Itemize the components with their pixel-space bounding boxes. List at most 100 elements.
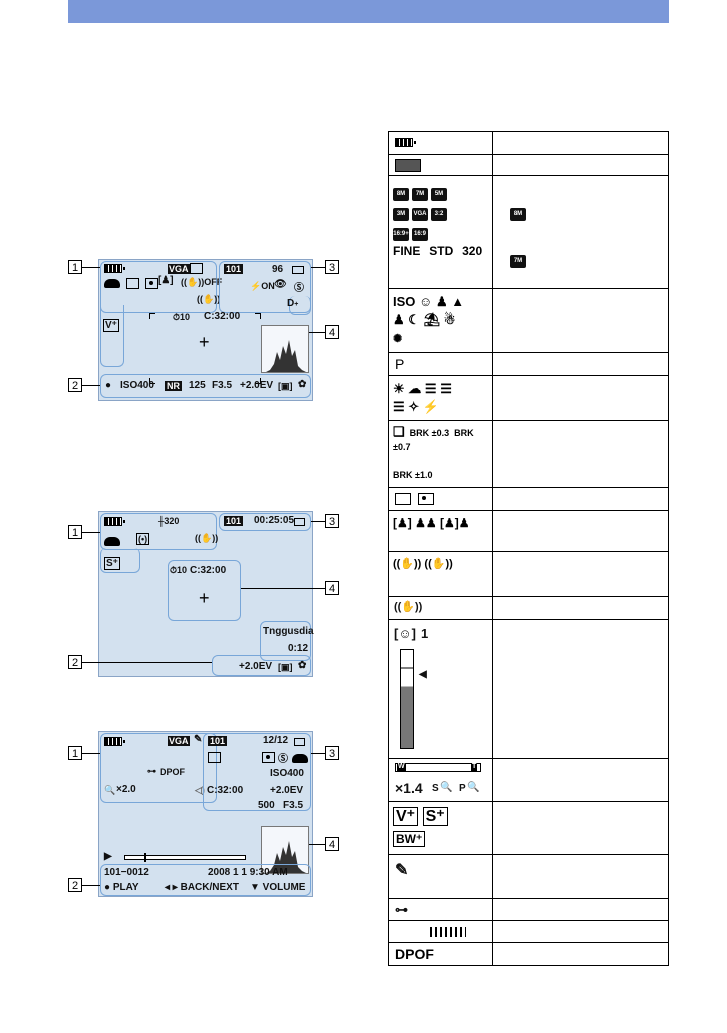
legend-dpof-desc (492, 942, 669, 966)
legend-face-desc (492, 510, 669, 552)
smart-zoom-icon: 🔍 (440, 782, 453, 793)
movie-std-icon: STD (429, 244, 454, 258)
bw-icon: BW⁺ (393, 831, 426, 847)
movie-leader-2 (82, 662, 212, 663)
legend-row-battery (388, 131, 669, 155)
stabilizer-on-icon: ((✋)) (393, 558, 422, 570)
movie-card-icon (294, 518, 305, 526)
play-panel-1 (100, 733, 217, 803)
play-callout-3: 3 (325, 746, 339, 760)
paint-icon: ✎ (395, 862, 409, 879)
record-panel-2 (100, 374, 311, 398)
face-child-icon: ♟♟ (415, 516, 437, 530)
movie-metering-bottom-icon: [▣] (278, 662, 293, 672)
smile-sensitivity-gauge (400, 649, 414, 749)
play-file-number: 101−0012 (104, 867, 149, 878)
play-triangle-icon: ▶ (104, 851, 112, 862)
legend-stabilizer-icons: ((✋)) ((✋)) (389, 552, 492, 575)
legend-smile-desc (492, 619, 669, 759)
legend-drive-icons: ❏ BRK ±0.3 BRK ±0.7 BRK ±1.0 (389, 421, 492, 486)
legend-size-8m-icon: 8M (510, 208, 526, 221)
flash-icon: ⚡ON (250, 281, 275, 291)
movie-metering-icon: (•) (136, 533, 150, 545)
play-volume: ▼ VOLUME (250, 882, 306, 893)
play-progress-marker (144, 853, 146, 862)
play-aperture: F3.5 (283, 800, 304, 811)
play-cloudy-icon (292, 754, 308, 763)
legend-row-wb: ☀ ☁ ☰ ☰ ☰ ✧ ⚡ (388, 375, 669, 421)
legend-row-stabilizer: ((✋)) ((✋)) (388, 551, 669, 597)
red-eye-icon: 👁 (274, 279, 287, 290)
af-corner-tr (255, 313, 261, 319)
movie-leader-3 (311, 521, 325, 522)
legend-row-metering (388, 487, 669, 511)
play-timecode: C:32:00 (207, 785, 244, 796)
play-image-size-icon: VGA (168, 736, 190, 746)
brk-03-icon: BRK ±0.3 (409, 428, 450, 438)
legend-row-scene: ISO ☺ ♟ ▲ ♟ ☾ ⛱ ☃ ✺ (388, 288, 669, 353)
legend-metering-cell (388, 487, 493, 511)
movie-panel-4 (168, 560, 241, 621)
cloudy-icon: ☁ (408, 381, 422, 396)
legend-stabilizer-cell: ((✋)) ((✋)) (388, 551, 493, 597)
mountain-icon: ▲ (451, 294, 465, 309)
legend-row-dpof: DPOF (388, 942, 669, 966)
movie-screen (98, 511, 313, 677)
legend-row-shake: ((✋)) (388, 596, 669, 620)
flash-wb-icon: ⚡ (422, 399, 439, 414)
movie-remaining-time: 00:25:05 (254, 515, 295, 526)
leader-3 (311, 267, 325, 268)
play-progress-bar (124, 855, 246, 860)
incandescent-icon: ✧ (408, 399, 420, 414)
daylight-icon: ☀ (393, 381, 405, 396)
legend-metering-desc (492, 487, 669, 511)
legend-row-protect: ⊶ (388, 898, 669, 921)
face-auto-icon: [♟] (393, 516, 412, 530)
iso-icon: ISO (393, 294, 416, 309)
play-zoom-icon: 🔍 (104, 785, 116, 795)
burst-legend-icon: ❏ (393, 424, 405, 439)
callout-2: 2 (68, 378, 82, 392)
remaining-shots: 96 (272, 264, 284, 275)
size-5m-icon: 5M (431, 188, 447, 201)
brk-10-icon: BRK ±1.0 (393, 470, 433, 480)
movie-callout-3: 3 (325, 514, 339, 528)
play-callout-4: 4 (325, 837, 339, 851)
play-flash-off-icon: Ⓢ (278, 754, 288, 765)
legend-face-cell: [♟] ♟♟ [♟]♟ (388, 510, 493, 552)
play-count: 12/12 (263, 735, 289, 746)
leader-2 (82, 385, 100, 386)
center-metering-icon (395, 493, 411, 505)
zoom-t-label: T (471, 763, 478, 771)
noise-reduction-icon: NR (165, 381, 182, 391)
legend-size-7m-icon: 7M (510, 255, 526, 268)
metering-icon: [▣] (278, 381, 293, 391)
landscape-icon (190, 263, 203, 274)
play-dro-box-icon (208, 752, 221, 763)
legend-row-smile: [☺] 1 ◀ (388, 619, 669, 759)
legend-drive-cell: ❏ BRK ±0.3 BRK ±0.7 BRK ±1.0 (388, 420, 493, 488)
legend-shake-cell: ((✋)) (388, 596, 493, 620)
af-corner-bl (149, 378, 155, 384)
movie-panel-1-tail (100, 548, 140, 573)
movie-panel-2 (260, 621, 311, 661)
movie-self-timer-icon: ⏱10 (170, 565, 188, 575)
precision-zoom-icon: 🔍 (467, 782, 480, 793)
play-shutter: 500 (258, 800, 275, 811)
legend-scene-desc (492, 288, 669, 353)
fluorescent1-icon: ☰ (424, 381, 437, 396)
record-panel-1-tail (100, 305, 124, 367)
memory-card-icon (292, 266, 304, 274)
snow-icon: ☃ (443, 312, 456, 327)
movie-exposure: +2.0EV (239, 661, 273, 672)
record-leader-4 (309, 332, 325, 333)
legend-battery-low-desc (492, 154, 669, 176)
macro-icon: ✿ (298, 379, 307, 390)
legend-stabilizer-desc (492, 551, 669, 597)
legend-battery-desc (492, 131, 669, 155)
spot-metering-icon (145, 278, 158, 289)
legend-row-color: V⁺ S⁺ BW⁺ (388, 801, 669, 855)
